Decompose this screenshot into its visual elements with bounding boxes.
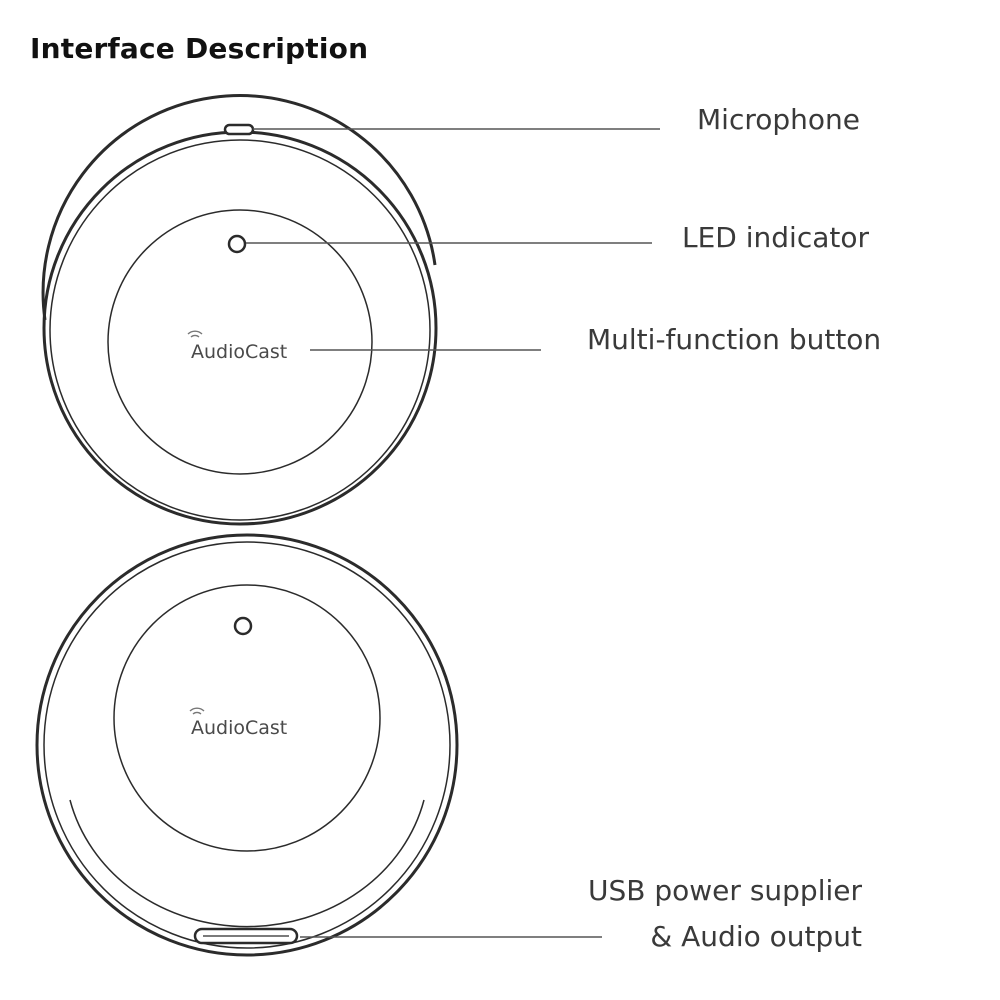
device-top-outer-ring (42, 130, 438, 526)
device-bottom-base-edge (69, 799, 425, 928)
device-bottom-outer-ring (35, 533, 459, 957)
device-top-back-rim (41, 94, 437, 321)
usb-label-line1: USB power supplier (588, 874, 862, 907)
device-top: AudioCast (41, 94, 438, 526)
microphone-slot (223, 123, 255, 136)
device-bottom-inner-ring (43, 541, 451, 949)
multi-function-button-label: Multi-function button (587, 323, 881, 356)
wifi-icon (189, 707, 205, 715)
multi-function-button-disc (107, 209, 373, 475)
device-bottom: AudioCast (35, 533, 459, 957)
wifi-icon (187, 330, 203, 338)
device-bottom-led-dot (233, 616, 253, 636)
device-bottom-button-disc (113, 584, 381, 852)
device-bottom-brand: AudioCast (191, 717, 287, 739)
device-top-inner-ring (49, 139, 431, 521)
led-indicator-label: LED indicator (682, 221, 869, 254)
usb-label-line2: & Audio output (650, 920, 862, 953)
microphone-label: Microphone (697, 103, 860, 136)
page-title: Interface Description (30, 32, 369, 65)
led-indicator-dot (227, 234, 247, 254)
device-top-brand: AudioCast (191, 341, 287, 363)
